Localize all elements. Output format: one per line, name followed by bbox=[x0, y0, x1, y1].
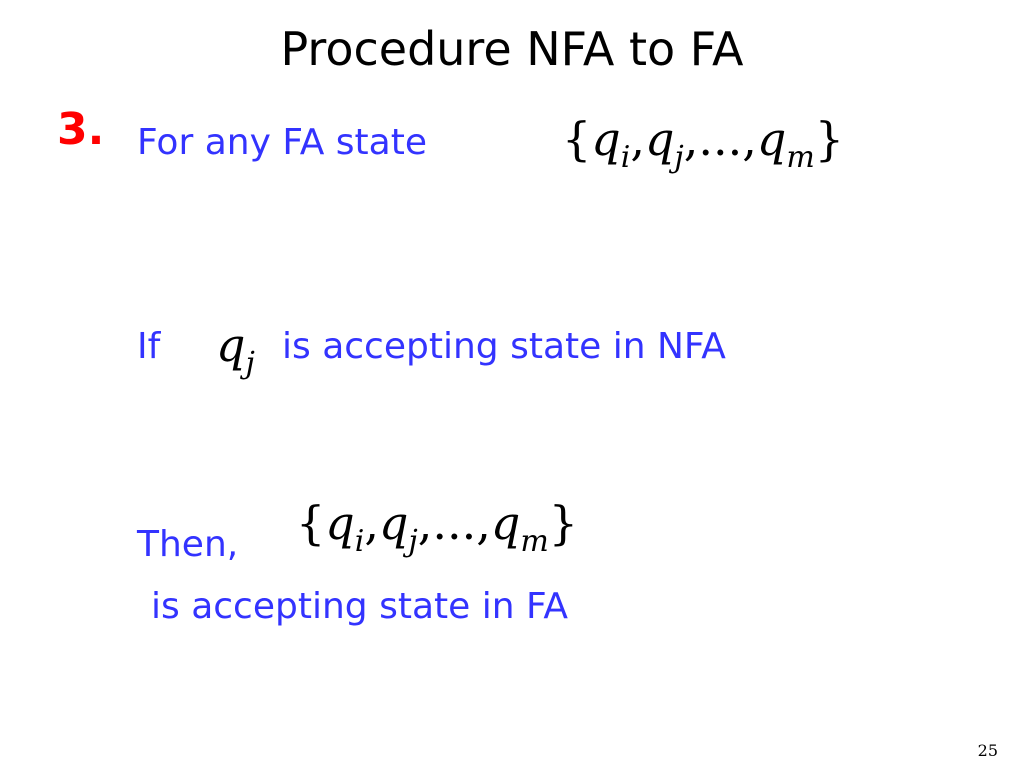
subscript-i: i bbox=[620, 140, 631, 175]
close-brace: } bbox=[548, 496, 579, 550]
close-brace: } bbox=[814, 112, 845, 166]
subscript-j: j bbox=[245, 346, 255, 381]
state-set-expression-2: {qi,qj,...,qm} bbox=[296, 500, 578, 557]
q-symbol: q bbox=[756, 112, 787, 166]
state-set-expression-1: {qi,qj,...,qm} bbox=[562, 116, 844, 173]
open-brace: { bbox=[296, 496, 326, 550]
ellipsis-separator: ,..., bbox=[683, 112, 757, 166]
q-symbol: q bbox=[490, 496, 521, 550]
slide-title: Procedure NFA to FA bbox=[280, 22, 744, 76]
q-symbol: q bbox=[644, 112, 675, 166]
comma: , bbox=[364, 496, 379, 550]
subscript-j: j bbox=[674, 140, 684, 175]
then-text: Then, bbox=[137, 524, 239, 565]
subscript-i: i bbox=[354, 524, 365, 559]
q-symbol: q bbox=[591, 112, 621, 166]
for-any-fa-state-text: For any FA state bbox=[137, 122, 427, 163]
q-symbol: q bbox=[325, 496, 355, 550]
q-symbol: q bbox=[378, 496, 409, 550]
if-text: If bbox=[137, 326, 161, 367]
state-qj-expression: qj bbox=[216, 322, 255, 379]
comma: , bbox=[630, 112, 645, 166]
accepting-in-nfa-text: is accepting state in NFA bbox=[282, 326, 726, 367]
open-brace: { bbox=[562, 112, 592, 166]
subscript-j: j bbox=[408, 524, 418, 559]
step-number: 3. bbox=[57, 104, 105, 155]
subscript-m: m bbox=[520, 524, 549, 559]
ellipsis-separator: ,..., bbox=[417, 496, 491, 550]
accepting-in-fa-text: is accepting state in FA bbox=[151, 586, 569, 627]
page-number: 25 bbox=[977, 741, 998, 760]
q-symbol: q bbox=[216, 318, 246, 372]
subscript-m: m bbox=[786, 140, 815, 175]
